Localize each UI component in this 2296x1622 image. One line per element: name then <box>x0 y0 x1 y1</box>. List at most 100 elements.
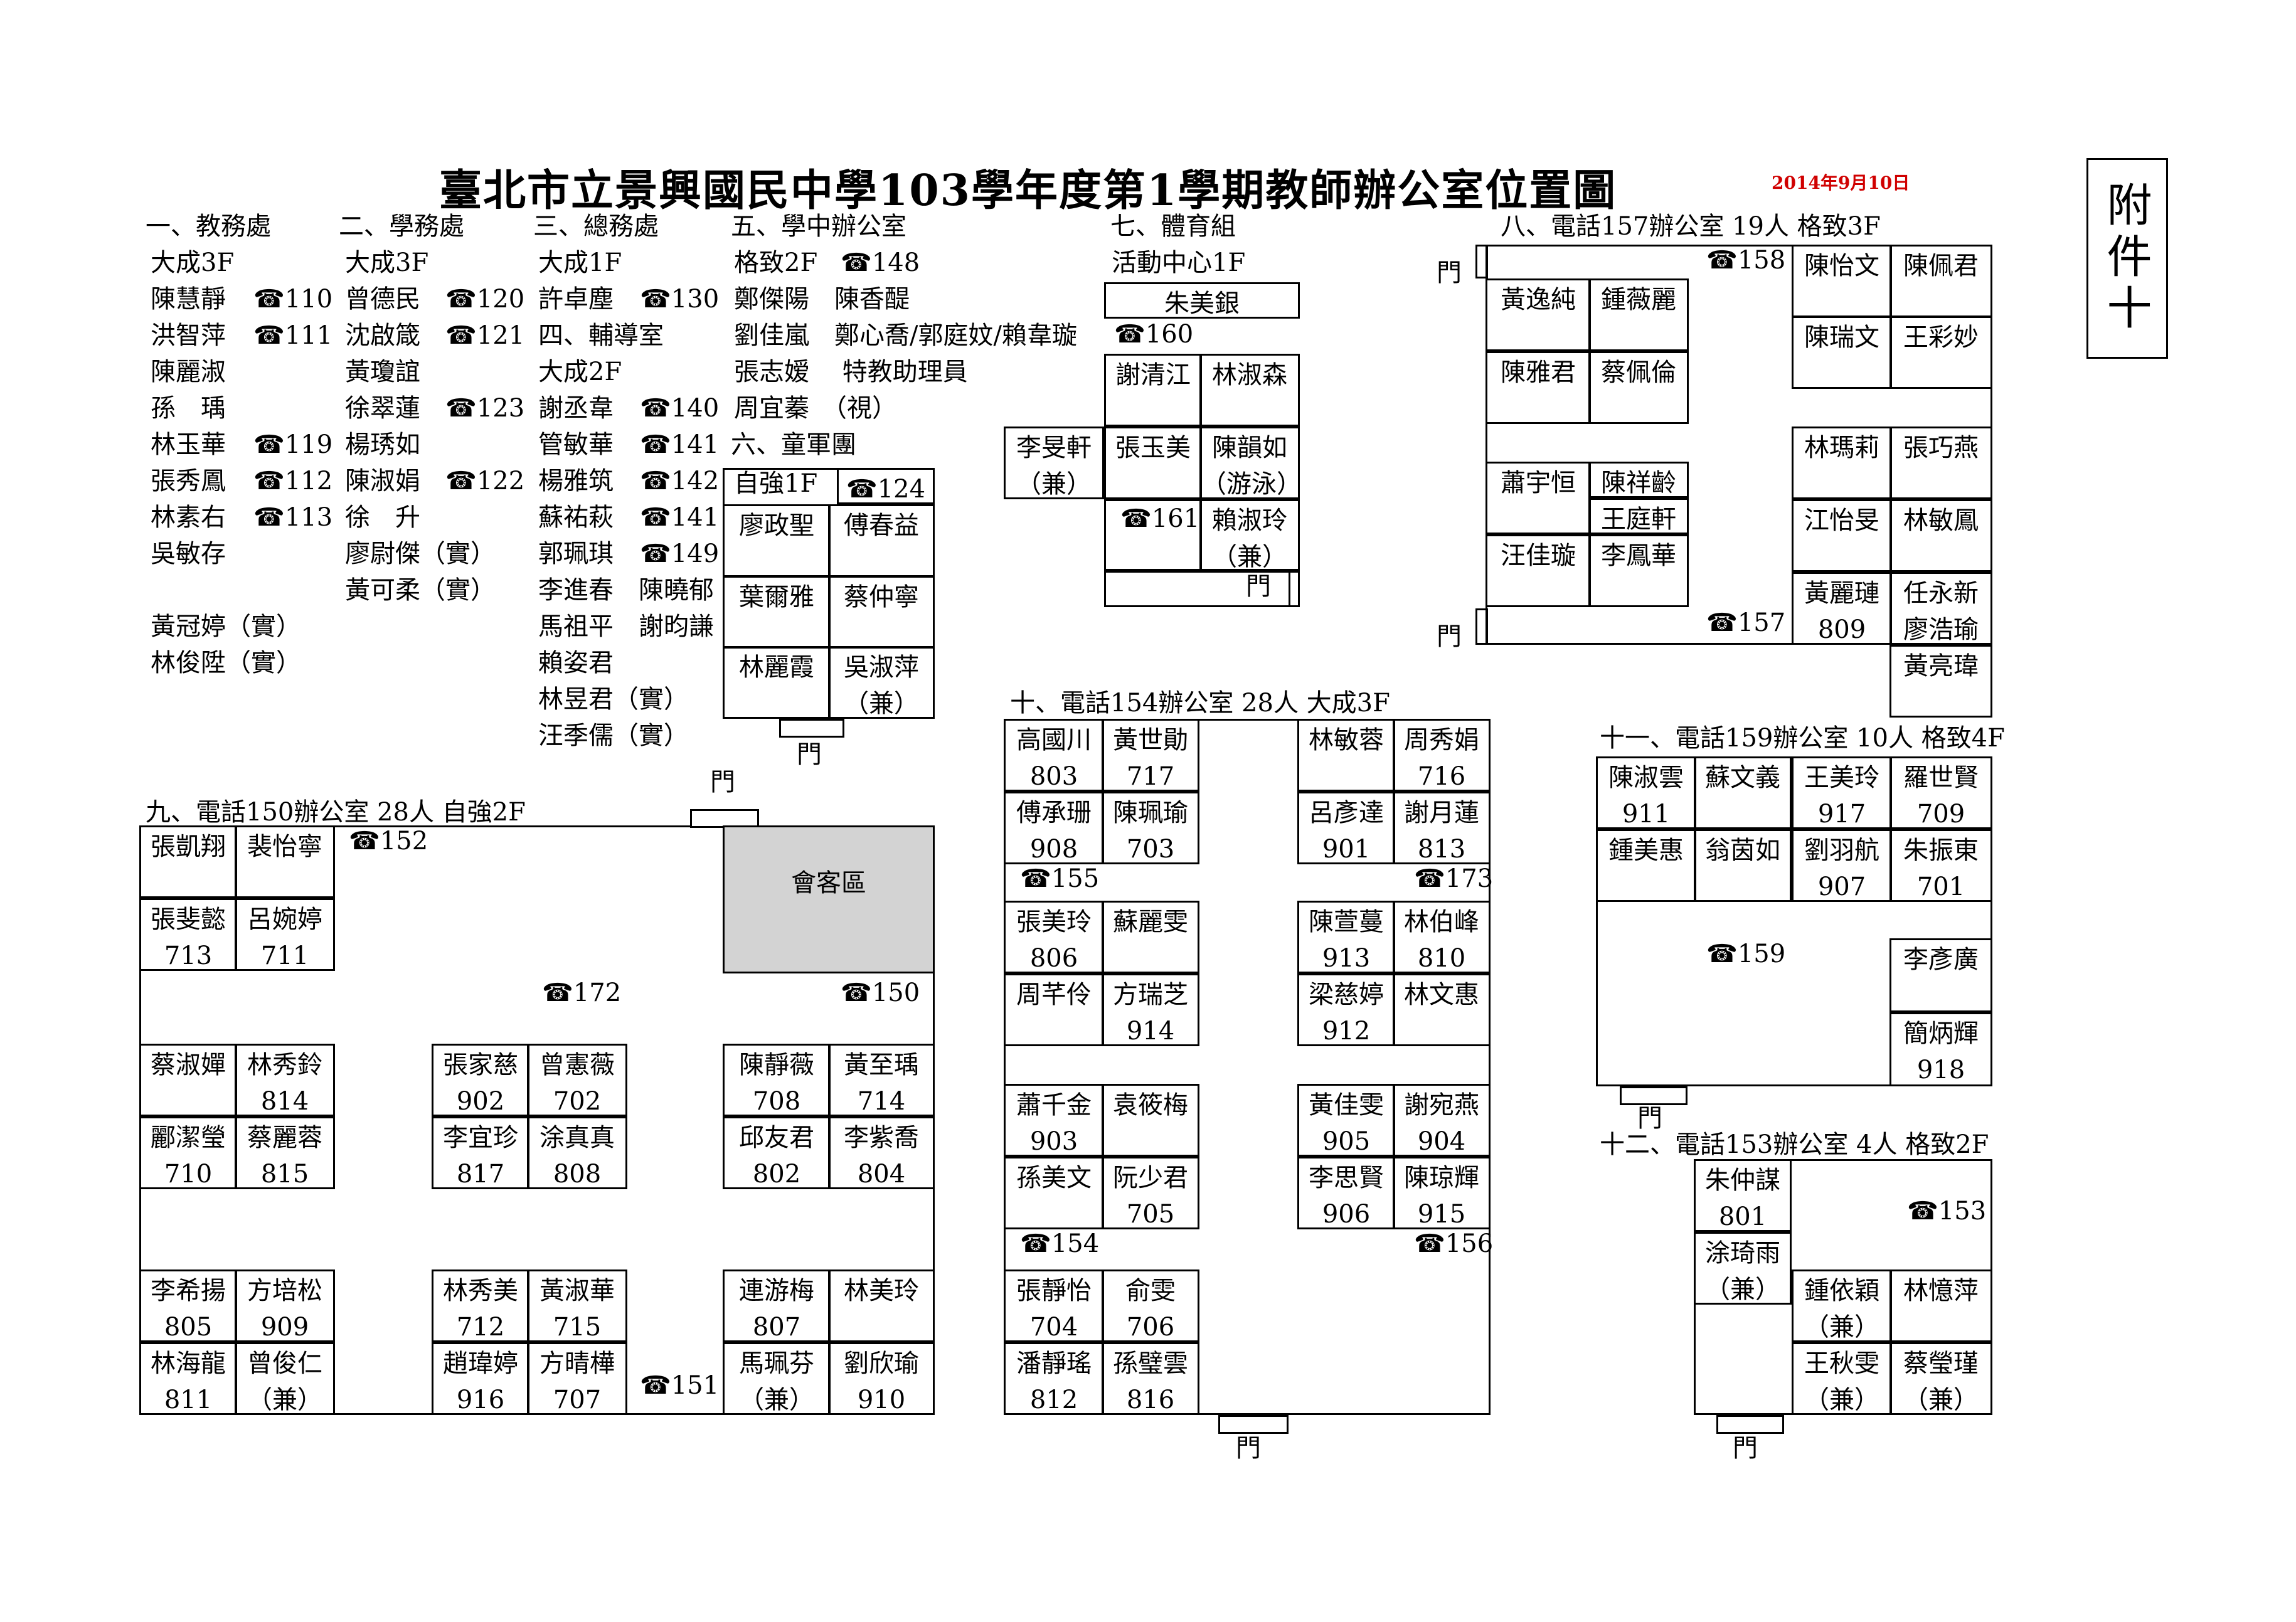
section-head: 九、電話150辦公室 28人 自強2F <box>146 798 526 827</box>
section-head: 七、體育組 <box>1110 212 1236 241</box>
phone-extension: 140 <box>640 394 719 423</box>
staff-name: 陳淑娟 <box>345 467 420 496</box>
phone-extension: 155 <box>1020 864 1099 893</box>
staff-name: 汪季儒（實） <box>538 721 689 750</box>
staff-name: 劉佳嵐 鄭心喬/郭庭妏/賴韋璇 <box>734 321 1077 350</box>
phone-extension: 110 <box>253 285 332 314</box>
desk-cell: 陳瑞文 <box>1792 316 1892 389</box>
phone-extension: 152 <box>349 827 428 856</box>
door-marker <box>1218 1415 1289 1434</box>
desk-cell: 江怡旻 <box>1792 499 1892 572</box>
section-location: 格致2F <box>734 248 818 277</box>
section-location: 大成3F <box>345 248 429 277</box>
desk-cell: 曾俊仁（兼） <box>235 1342 335 1415</box>
section-head: 三、總務處 <box>533 212 659 241</box>
staff-name: 林玉華 <box>151 430 226 459</box>
section-head: 五、學中辦公室 <box>731 212 906 241</box>
desk-cell: 任永新廖浩瑜 <box>1889 572 1992 645</box>
desk-cell: 張凱翔 <box>139 825 237 898</box>
section-head: 二、學務處 <box>339 212 464 241</box>
staff-name: 楊琇如 <box>345 430 420 459</box>
desk-cell: 張巧燕 <box>1889 427 1992 499</box>
staff-name: 許卓塵 <box>538 285 614 314</box>
desk-cell: 鍾美惠 <box>1596 829 1696 902</box>
phone-extension: 113 <box>253 503 332 532</box>
section-location: 自強1F <box>734 469 818 498</box>
desk-cell: 馬珮芬（兼） <box>723 1342 831 1415</box>
staff-name: 楊雅筑 <box>538 467 614 496</box>
staff-name: 管敏華 <box>538 430 614 459</box>
phone-extension: 151 <box>640 1371 719 1400</box>
desk-cell: 林文惠 <box>1393 973 1491 1046</box>
staff-name: 林俊陞（實） <box>151 649 301 677</box>
door-label: 門 <box>1246 572 1271 601</box>
staff-name: 蘇祐萩 <box>538 503 614 532</box>
annex-label: 附件十 <box>2086 158 2168 359</box>
phone-extension: 149 <box>640 539 719 568</box>
desk-cell: 廖政聖 <box>723 504 831 577</box>
staff-name: 四、輔導室 <box>538 321 664 350</box>
desk-cell: 蘇文義 <box>1694 756 1792 829</box>
staff-name: 馬祖平 謝昀謙 <box>538 612 714 641</box>
page-title: 臺北市立景興國民中學103學年度第1學期教師辦公室位置圖 <box>439 166 1617 216</box>
phone-extension: 121 <box>445 321 524 350</box>
staff-name: 廖尉傑（實） <box>345 539 496 568</box>
door-label: 門 <box>1236 1434 1261 1463</box>
door-marker <box>1475 245 1488 278</box>
desk-cell: 周芊伶 <box>1004 973 1104 1046</box>
desk-cell: 王庭軒 <box>1588 498 1689 534</box>
phone-extension: 142 <box>640 467 719 496</box>
phone-extension: 154 <box>1020 1229 1099 1258</box>
desk-cell: 陳佩君 <box>1889 245 1992 317</box>
phone-extension: 141 <box>640 430 719 459</box>
door-marker <box>1716 1415 1784 1434</box>
phone-extension: 119 <box>253 430 332 459</box>
desk-cell: 涂琦雨（兼） <box>1694 1232 1792 1305</box>
door-label: 門 <box>797 740 822 769</box>
office-154 <box>1004 719 1491 1415</box>
desk-cell: 林淑森 <box>1199 354 1300 427</box>
phone-extension: 130 <box>640 285 719 314</box>
desk-cell: 蔡瑩瑾（兼） <box>1889 1342 1992 1415</box>
desk-cell: 蔡仲寧 <box>828 576 935 649</box>
staff-name: 曾德民 <box>345 285 420 314</box>
desk-cell: 陳祥齡 <box>1588 462 1689 498</box>
desk-cell: 傅春益 <box>828 504 935 577</box>
staff-name: 黃冠婷（實） <box>151 612 301 641</box>
door-marker <box>1620 1086 1687 1105</box>
desk-cell: 袁筱梅 <box>1102 1084 1199 1157</box>
section-head: 一、教務處 <box>146 212 271 241</box>
desk-cell: 林憶萍 <box>1889 1270 1992 1342</box>
desk-cell: 黃逸純 <box>1485 278 1591 351</box>
desk-cell: 蔡淑嬋 <box>139 1044 237 1116</box>
desk-cell: 蕭宇恒 <box>1485 462 1591 534</box>
door-label: 門 <box>1437 622 1462 651</box>
